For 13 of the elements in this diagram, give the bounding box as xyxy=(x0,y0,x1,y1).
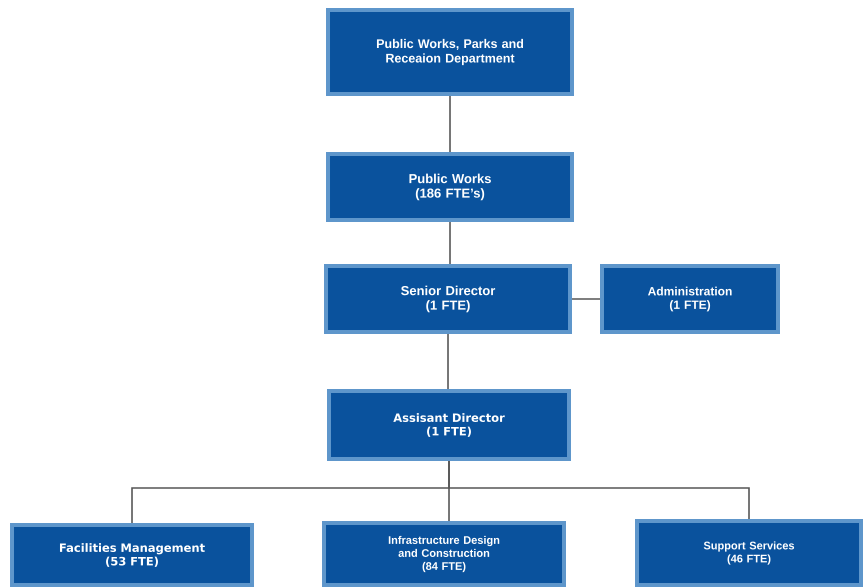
connector-line xyxy=(449,222,451,264)
connector-line xyxy=(448,461,750,519)
org-box: Assisant Director (1 FTE) xyxy=(327,389,571,461)
org-box: Administration (1 FTE) xyxy=(600,264,780,334)
connector-line xyxy=(449,96,451,152)
org-box: Infrastructure Design and Construction (84 FTE) xyxy=(322,521,566,587)
org-box: Public Works, Parks and Receaion Department xyxy=(326,8,574,96)
org-box: Facilities Management (53 FTE) xyxy=(10,523,254,587)
org-box: Public Works (186 FTE’s) xyxy=(326,152,574,222)
org-box: Support Services (46 FTE) xyxy=(635,519,863,587)
connector-line xyxy=(447,334,449,389)
connector-line xyxy=(572,298,600,300)
org-box: Senior Director (1 FTE) xyxy=(324,264,572,334)
